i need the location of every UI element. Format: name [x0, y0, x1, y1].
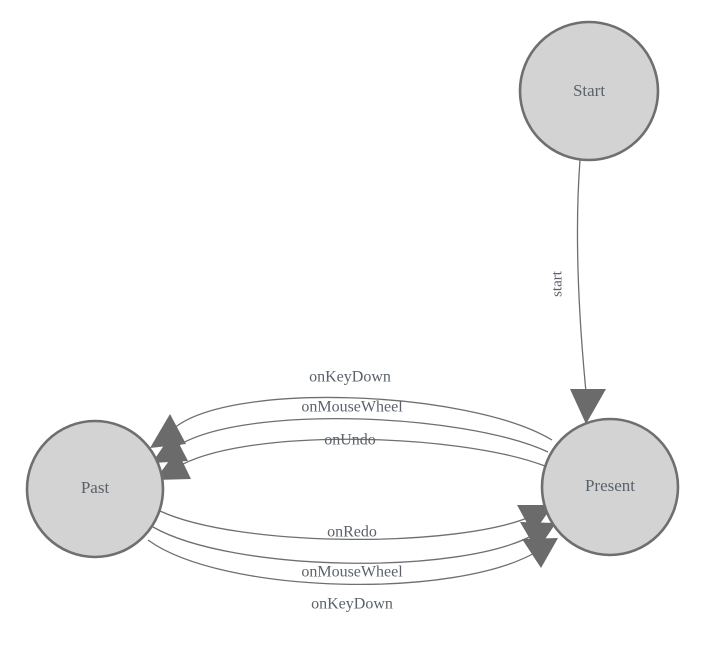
node-past-label: Past	[81, 478, 110, 497]
edge-label-past-present-onmousewheel: onMouseWheel	[301, 564, 403, 581]
node-past[interactable]: Past	[25, 419, 165, 559]
node-start[interactable]: Start	[518, 20, 660, 162]
arrowhead-into-present-1	[517, 505, 553, 534]
edge-past-to-present-onredo[interactable]: onRedo	[159, 505, 553, 541]
arrowhead-into-present-3	[522, 538, 558, 568]
node-start-label: Start	[573, 81, 605, 100]
edge-label-past-present-onkeydown: onKeyDown	[311, 596, 393, 613]
arrowhead-into-present-2	[520, 522, 556, 551]
node-start-circle[interactable]	[518, 20, 660, 162]
edge-past-to-present-onkeydown-path	[147, 539, 539, 585]
edge-past-to-present-onkeydown[interactable]: onKeyDown	[147, 538, 558, 613]
edge-label-past-present-onredo: onRedo	[327, 524, 377, 541]
edge-past-to-present-onmousewheel[interactable]: onMouseWheel	[152, 522, 556, 581]
node-present-circle[interactable]	[540, 417, 680, 557]
edge-present-to-past-onkeydown-path	[169, 396, 553, 441]
edge-past-to-present-onredo-path	[159, 510, 533, 541]
arrowhead-into-past-1	[150, 414, 186, 448]
edge-start-to-present-path	[576, 159, 587, 393]
edge-label-present-past-onmousewheel: onMouseWheel	[301, 399, 403, 416]
edge-present-to-past-onundo-path	[175, 438, 546, 469]
node-present[interactable]: Present	[540, 417, 680, 557]
edge-label-start: start	[549, 270, 565, 297]
edge-label-present-past-onkeydown: onKeyDown	[309, 369, 391, 386]
arrowhead-into-past-3	[155, 450, 191, 480]
edge-past-to-present-onmousewheel-path	[152, 526, 536, 564]
edge-present-to-past-onundo[interactable]: onUndo	[155, 432, 546, 480]
edge-label-present-past-onundo: onUndo	[324, 432, 376, 449]
edge-present-to-past-onkeydown[interactable]: onKeyDown	[150, 369, 553, 448]
arrowhead-into-present-start	[570, 389, 606, 424]
edge-present-to-past-onmousewheel-path	[171, 417, 549, 453]
node-present-label: Present	[585, 476, 635, 495]
edge-start-to-present[interactable]: start	[549, 159, 606, 424]
node-past-circle[interactable]	[25, 419, 165, 559]
